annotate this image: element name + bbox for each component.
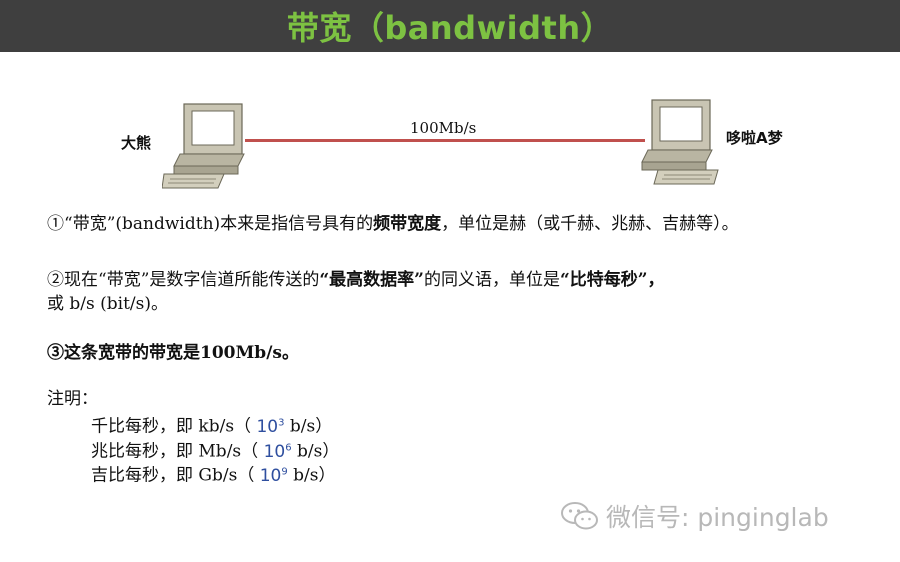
p2-text-bold-1: “最高数据率”: [319, 270, 424, 290]
note-exponent: 6: [285, 442, 292, 453]
note-base: 10: [259, 465, 282, 486]
note-power: 106: [264, 442, 292, 462]
wechat-icon: [561, 502, 598, 530]
note-prefix: 吉比每秒，即 Gb/s（: [91, 465, 260, 486]
watermark-text: 微信号: pinginglab: [606, 503, 829, 532]
title-bar: 带宽（bandwidth）: [0, 0, 900, 52]
right-computer-label: 哆啦A梦: [726, 129, 783, 147]
computer-left-icon: [162, 100, 246, 192]
note-item-gbps: 吉比每秒，即 Gb/s（ 109 b/s）: [91, 460, 336, 488]
p1-text-c: ，单位是赫（或千赫、兆赫、吉赫等）。: [441, 214, 739, 234]
note-power: 109: [260, 466, 288, 486]
note-suffix: b/s）: [284, 416, 333, 437]
paragraph-1: ①“带宽”(bandwidth)本来是指信号具有的频带宽度，单位是赫（或千赫、兆…: [47, 212, 739, 236]
link-speed-label: 100Mb/s: [410, 119, 477, 137]
paragraph-3: ③这条宽带的带宽是100Mb/s。: [47, 343, 299, 363]
left-computer-label: 大熊: [121, 134, 152, 152]
note-suffix: b/s）: [287, 465, 336, 486]
note-suffix: b/s）: [291, 441, 340, 462]
network-link: [245, 139, 645, 142]
computer-right-icon: [636, 96, 720, 188]
note-item-kbps: 千比每秒，即 kb/s（ 103 b/s）: [91, 411, 332, 439]
note-base: 10: [256, 416, 279, 437]
note-prefix: 兆比每秒，即 Mb/s（: [91, 441, 264, 462]
p1-text-bold: 频带宽度: [373, 214, 442, 234]
note-prefix: 千比每秒，即 kb/s（: [91, 416, 257, 437]
p2-text-bold-2: “比特每秒”，: [559, 270, 665, 290]
paragraph-2: ②现在“带宽”是数字信道所能传送的“最高数据率”的同义语，单位是“比特每秒”， …: [47, 268, 665, 316]
note-exponent: 3: [278, 417, 285, 428]
note-exponent: 9: [281, 466, 288, 477]
note-power: 103: [256, 417, 284, 437]
note-base: 10: [263, 441, 286, 462]
watermark: 微信号: pinginglab: [560, 498, 829, 534]
note-item-mbps: 兆比每秒，即 Mb/s（ 106 b/s）: [91, 436, 339, 464]
p2-line-2: 或 b/s (bit/s)。: [47, 294, 169, 314]
page-title: 带宽（bandwidth）: [286, 9, 614, 47]
p2-text-c: 的同义语，单位是: [423, 270, 560, 290]
p1-text-a: ①“带宽”(bandwidth)本来是指信号具有的: [47, 214, 374, 234]
notes-heading: 注明：: [47, 389, 98, 409]
p2-text-a: ②现在“带宽”是数字信道所能传送的: [47, 270, 320, 290]
